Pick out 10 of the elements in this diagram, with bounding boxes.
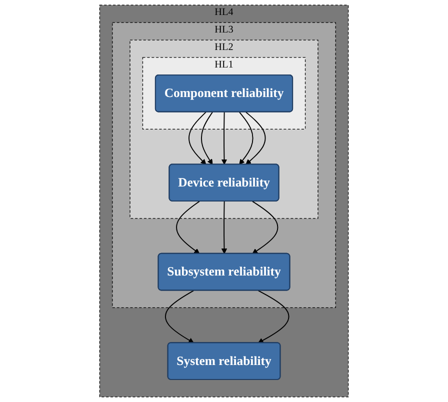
arrow [176,200,200,254]
arrow [200,112,213,165]
arrow [221,200,228,254]
arrow [221,112,228,165]
arrow [188,112,206,165]
arrow [238,112,254,165]
arrow [252,200,278,254]
arrow [165,290,194,344]
arrow [258,290,290,344]
arrow [245,112,266,165]
